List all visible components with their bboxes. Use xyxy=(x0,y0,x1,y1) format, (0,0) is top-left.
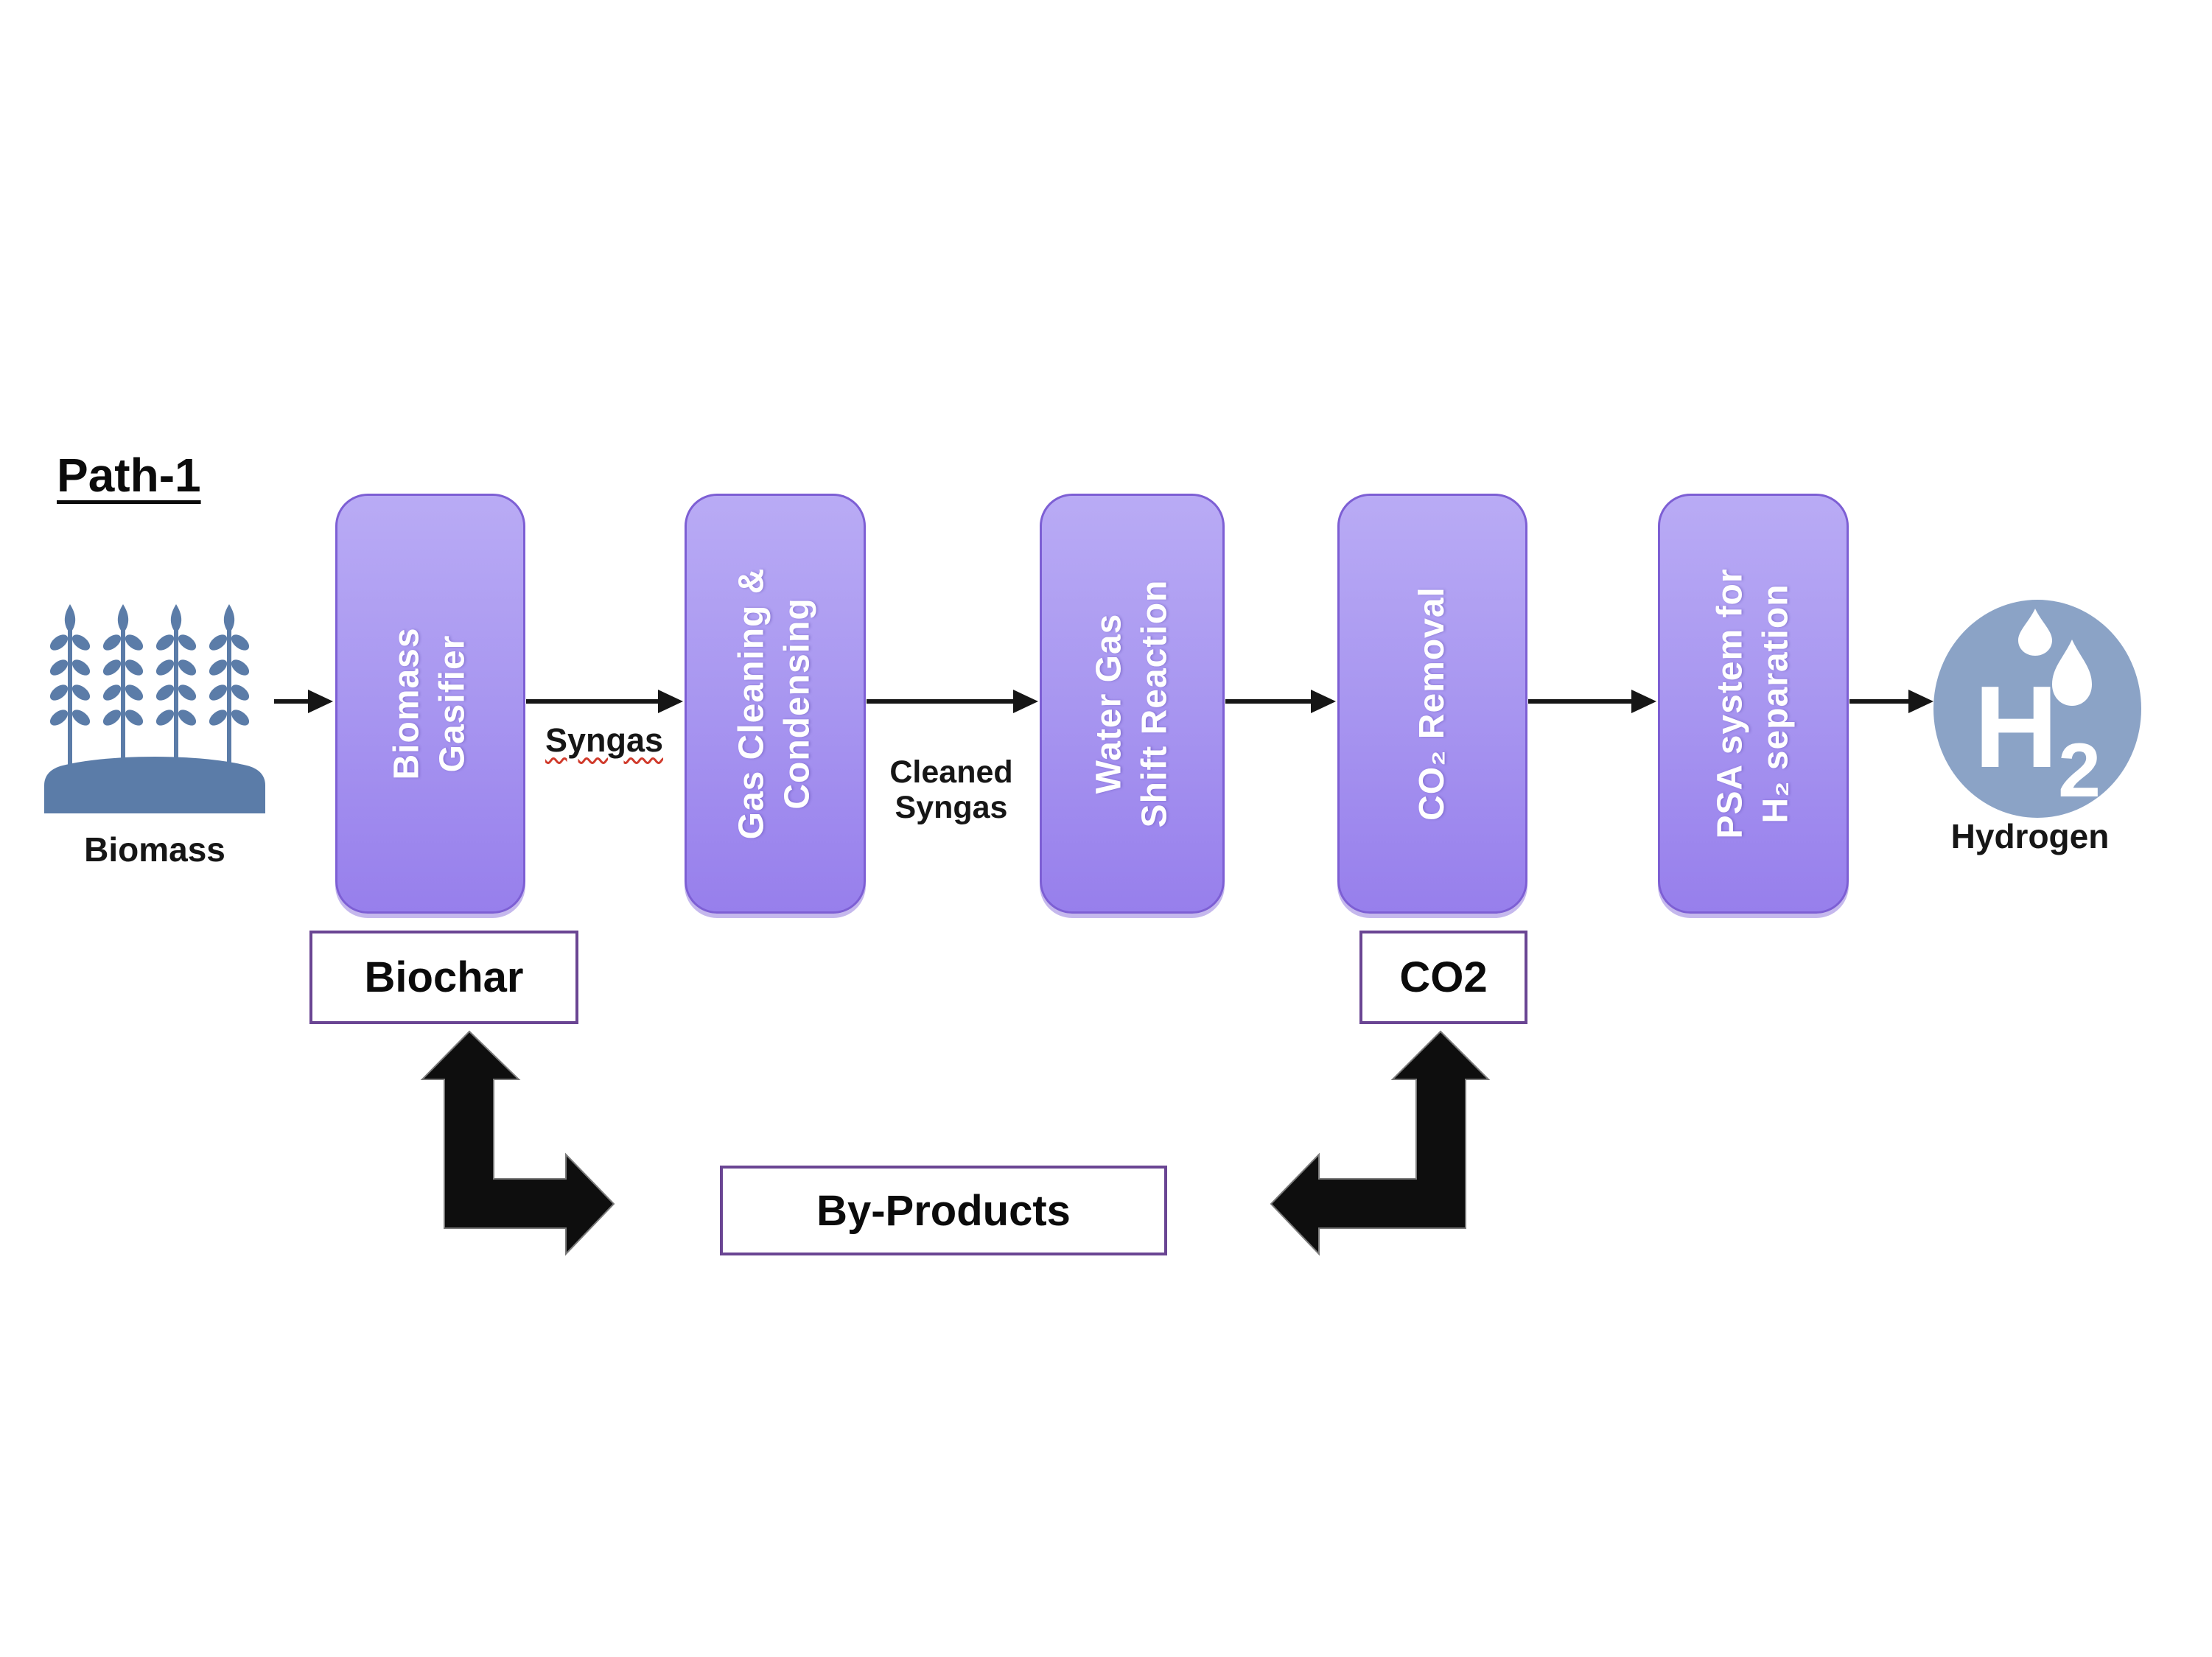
arrow-shift-to-co2removal xyxy=(1225,690,1336,713)
biomass-label: Biomass xyxy=(84,830,225,869)
process-box-gas-cleaning-condensing: Gas Cleaning & Condensing xyxy=(685,494,866,914)
arrow-biomass-to-gasifier xyxy=(274,690,333,713)
biochar-box: Biochar xyxy=(309,931,578,1024)
cleaned-syngas-flow-label: Cleaned Syngas xyxy=(889,754,1013,826)
process-box-biomass-gasifier: Biomass Gasifier xyxy=(335,494,525,914)
arrow-cleaning-to-shift xyxy=(867,690,1038,713)
wheat-field-icon xyxy=(44,604,265,813)
droplet-large-icon xyxy=(2052,640,2092,706)
page-title: Path-1 xyxy=(57,449,201,502)
elbow-arrow-co2 xyxy=(1270,1030,1491,1256)
arrow-co2removal-to-psa xyxy=(1528,690,1656,713)
syngas-flow-label: Syngas xyxy=(545,721,664,759)
arrow-psa-to-hydrogen xyxy=(1849,690,1933,713)
process-box-co2-removal: CO₂ Removal xyxy=(1337,494,1527,914)
h2-icon-text: H2 xyxy=(1974,662,2101,813)
elbow-arrow-biochar xyxy=(420,1030,615,1256)
droplet-small-icon xyxy=(2018,609,2052,656)
h2-droplets-icon xyxy=(1933,600,2141,818)
process-box-water-gas-shift: Water Gas Shift Reaction xyxy=(1040,494,1225,914)
h2-circle xyxy=(1933,600,2141,818)
process-box-psa-separation: PSA system for H₂ separation xyxy=(1658,494,1849,914)
wheat-mound xyxy=(44,757,265,813)
co2-box: CO2 xyxy=(1359,931,1527,1024)
hydrogen-label: Hydrogen xyxy=(1950,817,2110,855)
arrow-gasifier-to-cleaning xyxy=(526,690,683,713)
by-products-box: By-Products xyxy=(720,1166,1167,1255)
